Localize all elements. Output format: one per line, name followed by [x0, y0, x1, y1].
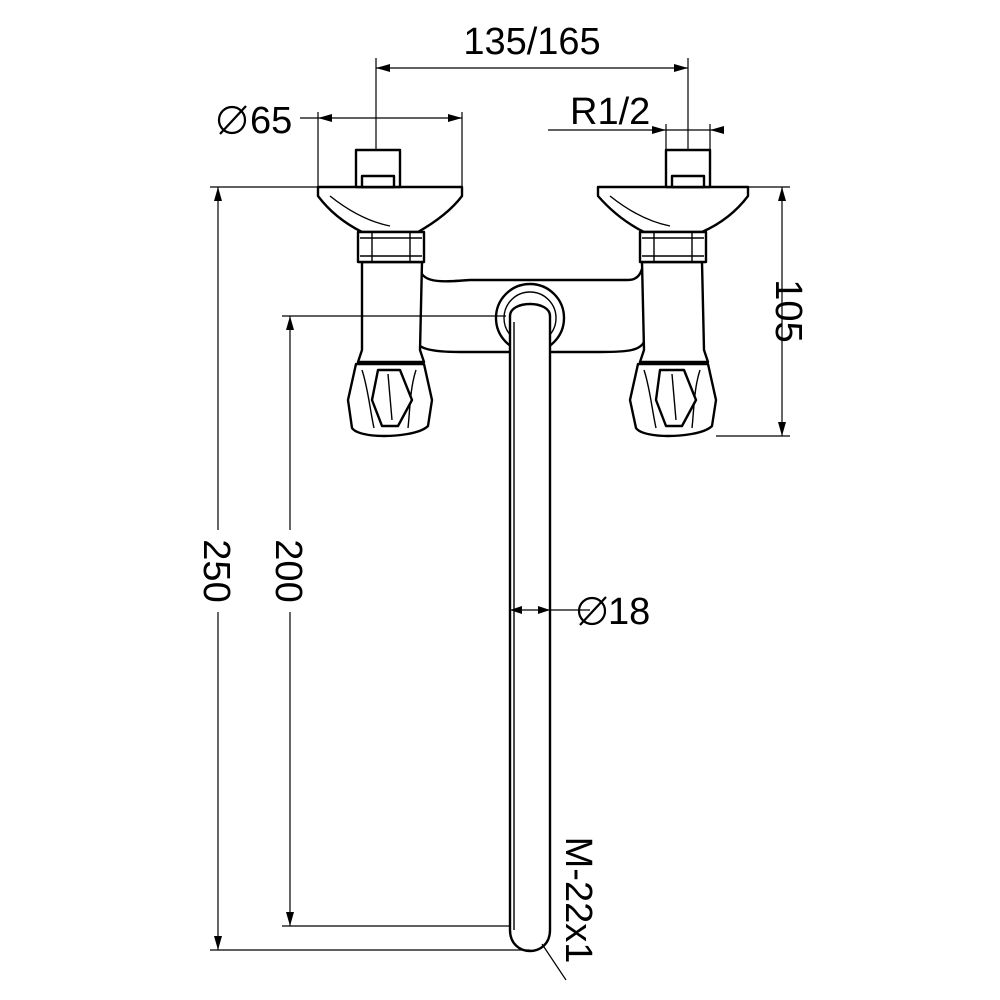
- dimension-centers-spacing: 135/165: [375, 21, 689, 150]
- centers-spacing-label: 135/165: [463, 21, 600, 63]
- spout-length-label: 200: [267, 539, 309, 602]
- overall-height-label: 250: [195, 539, 237, 602]
- dimension-spout-diameter: 18: [510, 591, 650, 633]
- right-handle: [628, 362, 718, 438]
- spout-nozzle-label: M-22x1: [557, 837, 599, 964]
- right-valve-body: [638, 260, 710, 364]
- left-valve-body: [356, 260, 426, 364]
- thread-label: R1/2: [570, 91, 650, 133]
- flange-diameter-label: 65: [250, 100, 292, 142]
- dimension-flange-diameter: 65: [217, 100, 463, 187]
- dimension-spout-nozzle: M-22x1: [541, 837, 599, 981]
- left-handle: [346, 362, 434, 438]
- dimension-thread: R1/2: [548, 91, 724, 150]
- spout-pipe: [508, 302, 552, 953]
- body-height-label: 105: [767, 279, 809, 342]
- right-hex-nut: [638, 230, 708, 264]
- dimension-spout-length: 200: [267, 315, 510, 927]
- diameter-icon: [577, 596, 607, 626]
- dimension-body-height: 105: [716, 186, 809, 437]
- spout-diameter-label: 18: [608, 591, 650, 633]
- right-wall-flange: [596, 185, 750, 234]
- left-hex-nut: [356, 230, 426, 264]
- tap-body: [316, 148, 750, 953]
- diameter-icon: [217, 105, 247, 135]
- dimension-overall-height: 250: [195, 186, 530, 951]
- left-wall-flange: [316, 185, 464, 234]
